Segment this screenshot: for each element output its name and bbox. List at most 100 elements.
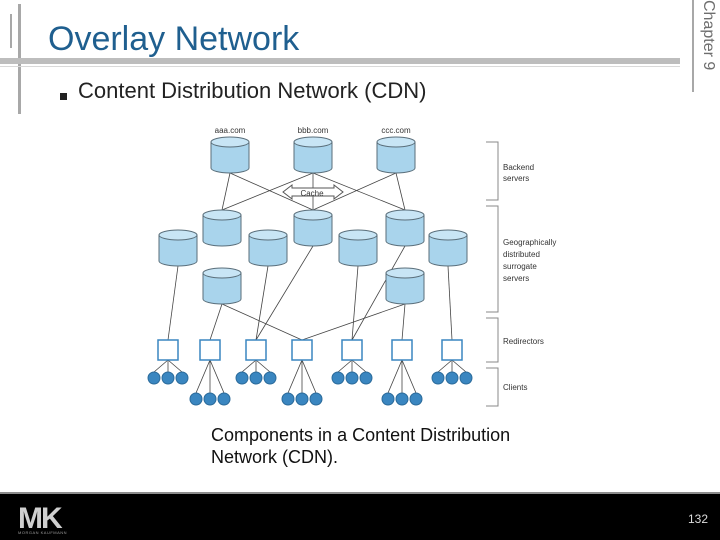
tier-label-clients: Clients xyxy=(503,383,527,392)
client-2-3 xyxy=(217,392,231,406)
edge-redirector-surrogate-3 xyxy=(255,265,269,341)
bracket-surrogate xyxy=(486,205,499,313)
edge-backend-surrogate-5 xyxy=(312,172,406,211)
client-2-2 xyxy=(203,392,217,406)
backend-label-ccc: ccc.com xyxy=(381,126,411,135)
server-backend-aaa xyxy=(210,136,250,174)
edge-backend-surrogate-6 xyxy=(312,172,397,211)
client-3-3 xyxy=(263,371,277,385)
title-underline-thin xyxy=(0,66,680,67)
bullet-text: Content Distribution Network (CDN) xyxy=(78,78,427,103)
page-number: 132 xyxy=(687,512,708,526)
tier-label-surrogate-2: distributed xyxy=(503,250,540,259)
redirector-7 xyxy=(441,339,463,361)
redirector-5 xyxy=(341,339,363,361)
bracket-backend xyxy=(486,141,499,201)
tier-label-surrogate-4: servers xyxy=(503,274,529,283)
decorative-bar-vertical xyxy=(18,54,21,114)
redirector-1 xyxy=(157,339,179,361)
cache-arrow xyxy=(282,183,344,201)
redirector-6 xyxy=(391,339,413,361)
client-4-1 xyxy=(281,392,295,406)
bracket-redirectors xyxy=(486,317,499,363)
server-surrogate-2 xyxy=(202,209,242,247)
footer-bar xyxy=(0,494,720,540)
client-4-2 xyxy=(295,392,309,406)
bracket-clients xyxy=(486,367,499,407)
tier-label-backend-2: servers xyxy=(503,174,529,183)
client-7-1 xyxy=(431,371,445,385)
diagram-brackets xyxy=(486,141,499,407)
client-7-2 xyxy=(445,371,459,385)
publisher-logo: MK xyxy=(18,502,63,535)
client-2-1 xyxy=(189,392,203,406)
redirector-3 xyxy=(245,339,267,361)
edge-redirector-client-18 xyxy=(401,359,417,394)
redirector-2 xyxy=(199,339,221,361)
client-5-3 xyxy=(359,371,373,385)
title-underline xyxy=(0,58,680,64)
edge-redirector-client-10 xyxy=(287,359,303,394)
figure-caption: Components in a Content Distribution Net… xyxy=(211,425,511,467)
edge-redirector-client-6 xyxy=(209,359,225,394)
client-5-1 xyxy=(331,371,345,385)
edge-redirector-surrogate-9 xyxy=(255,245,314,341)
diagram-clients xyxy=(147,371,473,406)
diagram-servers xyxy=(158,136,468,305)
decorative-bar-left-2 xyxy=(10,14,12,48)
edge-redirector-client-1 xyxy=(153,359,169,373)
backend-label-aaa: aaa.com xyxy=(215,126,246,135)
client-1-2 xyxy=(161,371,175,385)
edge-redirector-surrogate-5 xyxy=(221,303,303,341)
bullet-icon xyxy=(60,93,67,100)
diagram-edges xyxy=(153,172,467,394)
edge-redirector-client-13 xyxy=(337,359,353,373)
edge-redirector-client-4 xyxy=(195,359,211,394)
chapter-tab xyxy=(692,0,720,92)
server-backend-bbb xyxy=(293,136,333,174)
server-surrogate-9 xyxy=(385,267,425,305)
client-5-2 xyxy=(345,371,359,385)
client-6-1 xyxy=(381,392,395,406)
cache-label: Cache xyxy=(300,189,324,198)
edge-redirector-client-16 xyxy=(387,359,403,394)
tier-label-backend-1: Backend xyxy=(503,163,534,172)
client-4-3 xyxy=(309,392,323,406)
server-surrogate-8 xyxy=(202,267,242,305)
edge-redirector-surrogate-6 xyxy=(351,265,359,341)
edge-redirector-surrogate-1 xyxy=(167,265,179,341)
client-3-1 xyxy=(235,371,249,385)
edge-redirector-client-7 xyxy=(241,359,257,373)
edge-redirector-surrogate-8 xyxy=(447,265,453,341)
edge-backend-surrogate-3 xyxy=(221,172,314,211)
client-3-2 xyxy=(249,371,263,385)
edge-redirector-surrogate-7 xyxy=(401,303,406,341)
client-6-3 xyxy=(409,392,423,406)
server-surrogate-4 xyxy=(293,209,333,247)
backend-label-bbb: bbb.com xyxy=(298,126,329,135)
decorative-bar-left xyxy=(18,4,21,54)
edge-redirector-client-9 xyxy=(255,359,271,373)
redirector-4 xyxy=(291,339,313,361)
server-surrogate-6 xyxy=(385,209,425,247)
chapter-label: Chapter 9 xyxy=(700,0,717,71)
footer-divider xyxy=(0,492,720,494)
diagram-redirectors xyxy=(157,339,463,361)
publisher-logo-subtext: MORGAN KAUFMANN xyxy=(18,530,68,535)
tier-label-redirectors: Redirectors xyxy=(503,337,544,346)
server-surrogate-1 xyxy=(158,229,198,267)
slide-title: Overlay Network xyxy=(48,20,300,58)
server-surrogate-5 xyxy=(338,229,378,267)
edge-backend-surrogate-2 xyxy=(229,172,314,211)
edge-redirector-client-15 xyxy=(351,359,367,373)
edge-backend-surrogate-1 xyxy=(221,172,231,211)
edge-redirector-client-12 xyxy=(301,359,317,394)
edge-redirector-client-19 xyxy=(437,359,453,373)
server-surrogate-7 xyxy=(428,229,468,267)
edge-redirector-client-21 xyxy=(451,359,467,373)
client-1-3 xyxy=(175,371,189,385)
client-6-2 xyxy=(395,392,409,406)
server-backend-ccc xyxy=(376,136,416,174)
server-surrogate-3 xyxy=(248,229,288,267)
